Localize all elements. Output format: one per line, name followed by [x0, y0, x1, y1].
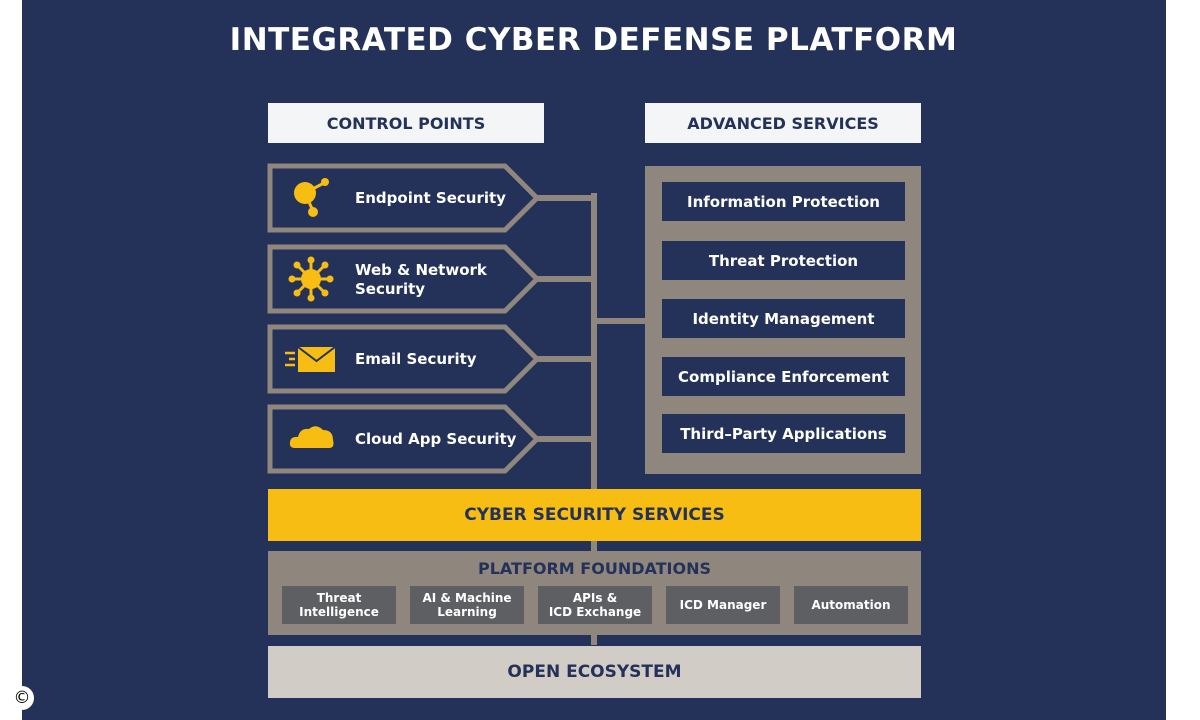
foundation-automation: Automation — [794, 586, 908, 624]
foundation-threat-intelligence: Threat Intelligence — [282, 586, 396, 624]
platform-foundations-title: PLATFORM FOUNDATIONS — [477, 559, 712, 578]
foundation-icd-manager: ICD Manager — [666, 586, 780, 624]
email-security-frame — [267, 324, 541, 394]
web-network-security-label: Web & Network Security — [355, 261, 487, 298]
service-compliance-enforcement: Compliance Enforcement — [662, 357, 905, 396]
foundation-apis-icd-exchange: APIs & ICD Exchange — [538, 586, 652, 624]
control-points-header: CONTROL POINTS — [268, 103, 544, 143]
service-identity-management: Identity Management — [662, 299, 905, 338]
cloud-app-security-label: Cloud App Security — [355, 430, 517, 448]
cloud-icon — [287, 418, 337, 462]
endpoint-node-icon — [288, 175, 334, 225]
open-ecosystem-band: OPEN ECOSYSTEM — [268, 646, 921, 698]
email-security-label: Email Security — [355, 350, 477, 368]
web-network-security-frame — [267, 244, 541, 314]
diagram-title: INTEGRATED CYBER DEFENSE PLATFORM — [229, 22, 958, 58]
service-threat-protection: Threat Protection — [662, 241, 905, 280]
cyber-security-services-band: CYBER SECURITY SERVICES — [268, 489, 921, 541]
service-third-party-applications: Third–Party Applications — [662, 414, 905, 453]
foundation-ai-machine-learning: AI & Machine Learning — [410, 586, 524, 624]
copyright-mark: © — [10, 686, 34, 710]
service-information-protection: Information Protection — [662, 182, 905, 221]
network-hub-icon — [288, 256, 334, 306]
advanced-services-header: ADVANCED SERVICES — [645, 103, 921, 143]
envelope-icon — [283, 336, 337, 386]
endpoint-security-label: Endpoint Security — [355, 189, 506, 207]
cloud-app-security-frame — [267, 404, 541, 474]
endpoint-security-frame — [267, 163, 541, 233]
